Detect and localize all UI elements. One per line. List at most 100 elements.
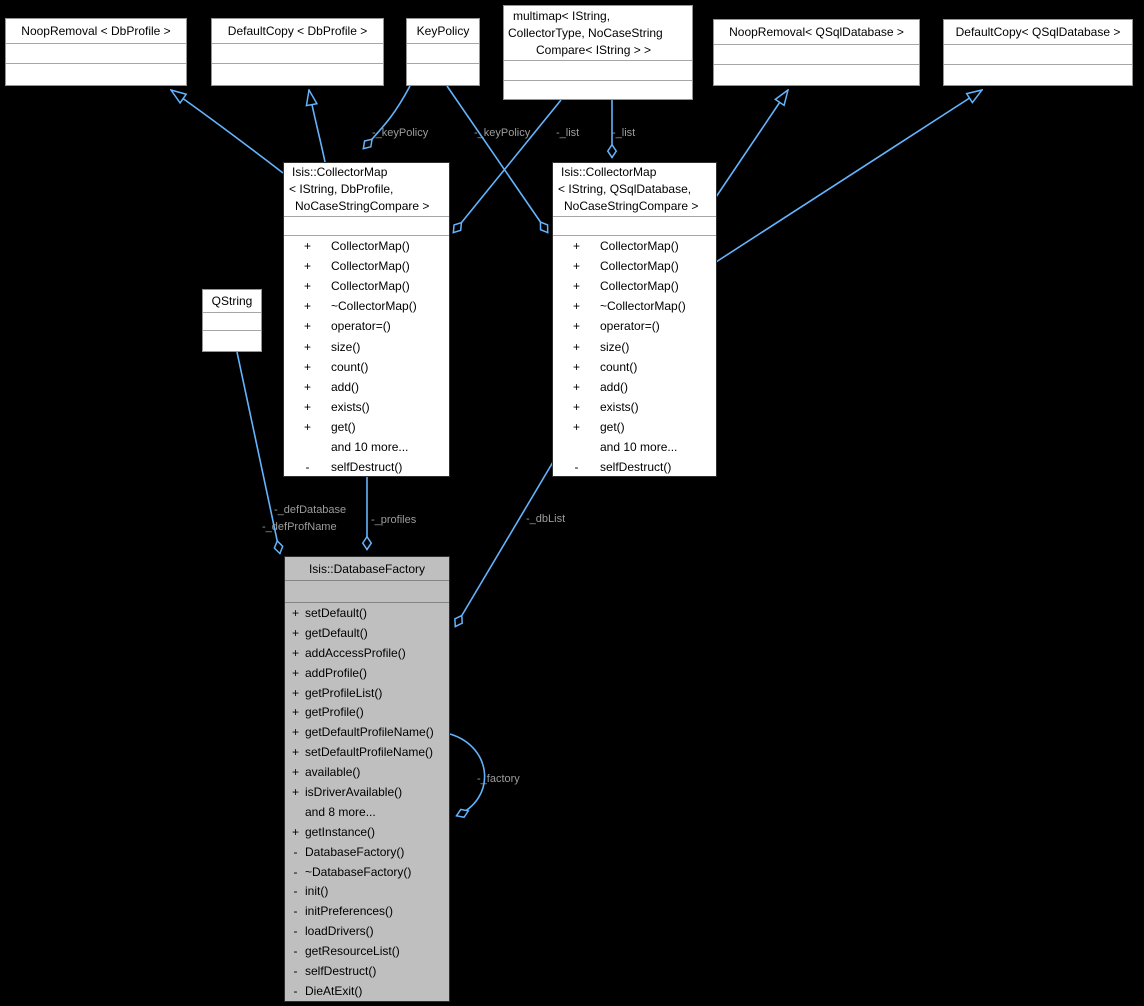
member-name: add() xyxy=(600,379,629,394)
edge-label-defprofname: -_defProfName xyxy=(262,521,337,533)
edge-inherit-noopremoval-qsqldatabase xyxy=(715,90,788,198)
class-title: multimap< IString, CollectorType, NoCase… xyxy=(504,6,692,60)
member-access: + xyxy=(572,259,580,274)
member-name: and 10 more... xyxy=(600,439,678,454)
member-name: getDefault() xyxy=(305,625,368,640)
attributes-compartment xyxy=(553,216,716,235)
methods-compartment xyxy=(714,64,919,87)
member-name: CollectorMap() xyxy=(600,259,679,274)
node-qstring[interactable]: QString xyxy=(202,289,262,352)
member-access: + xyxy=(291,685,299,700)
node-noopremoval-qsqldatabase[interactable]: NoopRemoval< QSqlDatabase > xyxy=(713,19,920,86)
title-line: < IString, DbProfile, xyxy=(289,182,394,196)
member-name: CollectorMap() xyxy=(331,239,410,254)
member-row: + getProfileList() xyxy=(285,683,449,703)
member-name: selfDestruct() xyxy=(600,460,672,475)
attributes-compartment xyxy=(407,43,479,63)
member-name: operator=() xyxy=(331,319,391,334)
member-access: + xyxy=(303,399,311,414)
title-line: NoCaseStringCompare > xyxy=(295,199,430,213)
member-row: -initPreferences() xyxy=(285,901,449,921)
member-name: count() xyxy=(600,359,638,374)
node-multimap[interactable]: multimap< IString, CollectorType, NoCase… xyxy=(503,5,693,100)
member-name: exists() xyxy=(331,399,370,414)
member-row: +get() xyxy=(284,417,449,437)
methods-compartment xyxy=(203,330,261,351)
attributes-compartment xyxy=(212,43,383,63)
node-keypolicy[interactable]: KeyPolicy xyxy=(406,18,480,86)
title-line: Isis::CollectorMap xyxy=(292,165,388,179)
member-name: initPreferences() xyxy=(305,904,394,919)
member-name: getDefaultProfileName() xyxy=(305,725,434,740)
title-line: multimap< IString, xyxy=(513,8,611,23)
member-access: - xyxy=(293,864,298,879)
node-defaultcopy-dbprofile[interactable]: DefaultCopy < DbProfile > xyxy=(211,18,384,86)
member-access: + xyxy=(303,339,311,354)
node-collectormap-dbprofile[interactable]: Isis::CollectorMap < IString, DbProfile,… xyxy=(283,162,450,477)
member-access: + xyxy=(572,359,580,374)
member-row: +~CollectorMap() xyxy=(284,296,449,316)
member-access: - xyxy=(293,924,298,939)
member-row: +operator=() xyxy=(284,316,449,336)
member-access: + xyxy=(291,645,299,660)
title-line: NoCaseStringCompare > xyxy=(564,199,699,213)
attributes-compartment xyxy=(504,60,692,80)
edge-label-defdatabase: -_defDatabase xyxy=(274,504,346,516)
member-access: + xyxy=(291,745,299,760)
methods-compartment: +CollectorMap()+CollectorMap()+Collector… xyxy=(284,235,449,477)
attributes-compartment xyxy=(203,312,261,330)
member-row: +setDefaultProfileName() xyxy=(285,742,449,762)
node-collectormap-qsqldatabase[interactable]: Isis::CollectorMap < IString, QSqlDataba… xyxy=(552,162,717,477)
member-name: setDefault() xyxy=(305,605,368,620)
member-name: getProfileList() xyxy=(305,685,383,700)
edge-member-keypolicy-left xyxy=(362,85,411,150)
member-name: size() xyxy=(600,339,630,354)
member-name: get() xyxy=(600,419,625,434)
member-name: selfDestruct() xyxy=(331,460,403,475)
member-access: - xyxy=(574,460,579,475)
title-line: Isis::CollectorMap xyxy=(561,165,657,179)
member-row: +isDriverAvailable() xyxy=(285,782,449,802)
edge-member-qstring xyxy=(236,351,284,555)
member-access: - xyxy=(293,844,298,859)
member-name: CollectorMap() xyxy=(600,279,679,294)
member-row: -getResourceList() xyxy=(285,941,449,961)
member-name: available() xyxy=(305,765,361,780)
member-row: + count() xyxy=(553,357,716,377)
edge-label-list-right: -_list xyxy=(612,127,635,139)
member-row: +operator=() xyxy=(553,316,716,336)
member-row: +CollectorMap() xyxy=(284,236,449,256)
member-row: +getDefaultProfileName() xyxy=(285,722,449,742)
member-access: + xyxy=(303,359,311,374)
member-row: +CollectorMap() xyxy=(284,256,449,276)
attributes-compartment xyxy=(6,43,186,63)
member-row: +CollectorMap() xyxy=(284,276,449,296)
member-row: +addProfile() xyxy=(285,663,449,683)
member-row: + get() xyxy=(553,417,716,437)
member-row: and 10 more... xyxy=(553,437,716,457)
member-access: + xyxy=(291,784,299,799)
member-access: - xyxy=(293,944,298,959)
node-databasefactory[interactable]: Isis::DatabaseFactory +setDefault()+getD… xyxy=(284,556,450,1002)
node-defaultcopy-qsqldatabase[interactable]: DefaultCopy< QSqlDatabase > xyxy=(943,19,1133,86)
edge-member-dblist xyxy=(454,461,554,628)
edge-label-keypolicy-right: -_keyPolicy xyxy=(474,127,531,139)
member-name: addAccessProfile() xyxy=(305,645,406,660)
member-access: + xyxy=(572,419,580,434)
member-row: -loadDrivers() xyxy=(285,921,449,941)
member-access: + xyxy=(303,379,311,394)
node-noopremoval-dbprofile[interactable]: NoopRemoval < DbProfile > xyxy=(5,18,187,86)
member-access: + xyxy=(303,419,311,434)
member-name: and 8 more... xyxy=(305,804,376,819)
member-row: +count() xyxy=(284,357,449,377)
member-access: - xyxy=(305,460,310,475)
member-row: +CollectorMap() xyxy=(553,236,716,256)
member-name: getProfile() xyxy=(305,705,364,720)
edge-member-keypolicy-right xyxy=(446,85,549,234)
edge-label-list-left: -_list xyxy=(556,127,579,139)
member-row: + exists() xyxy=(284,397,449,417)
member-name: operator=() xyxy=(600,319,660,334)
edge-member-list-left xyxy=(452,99,562,234)
